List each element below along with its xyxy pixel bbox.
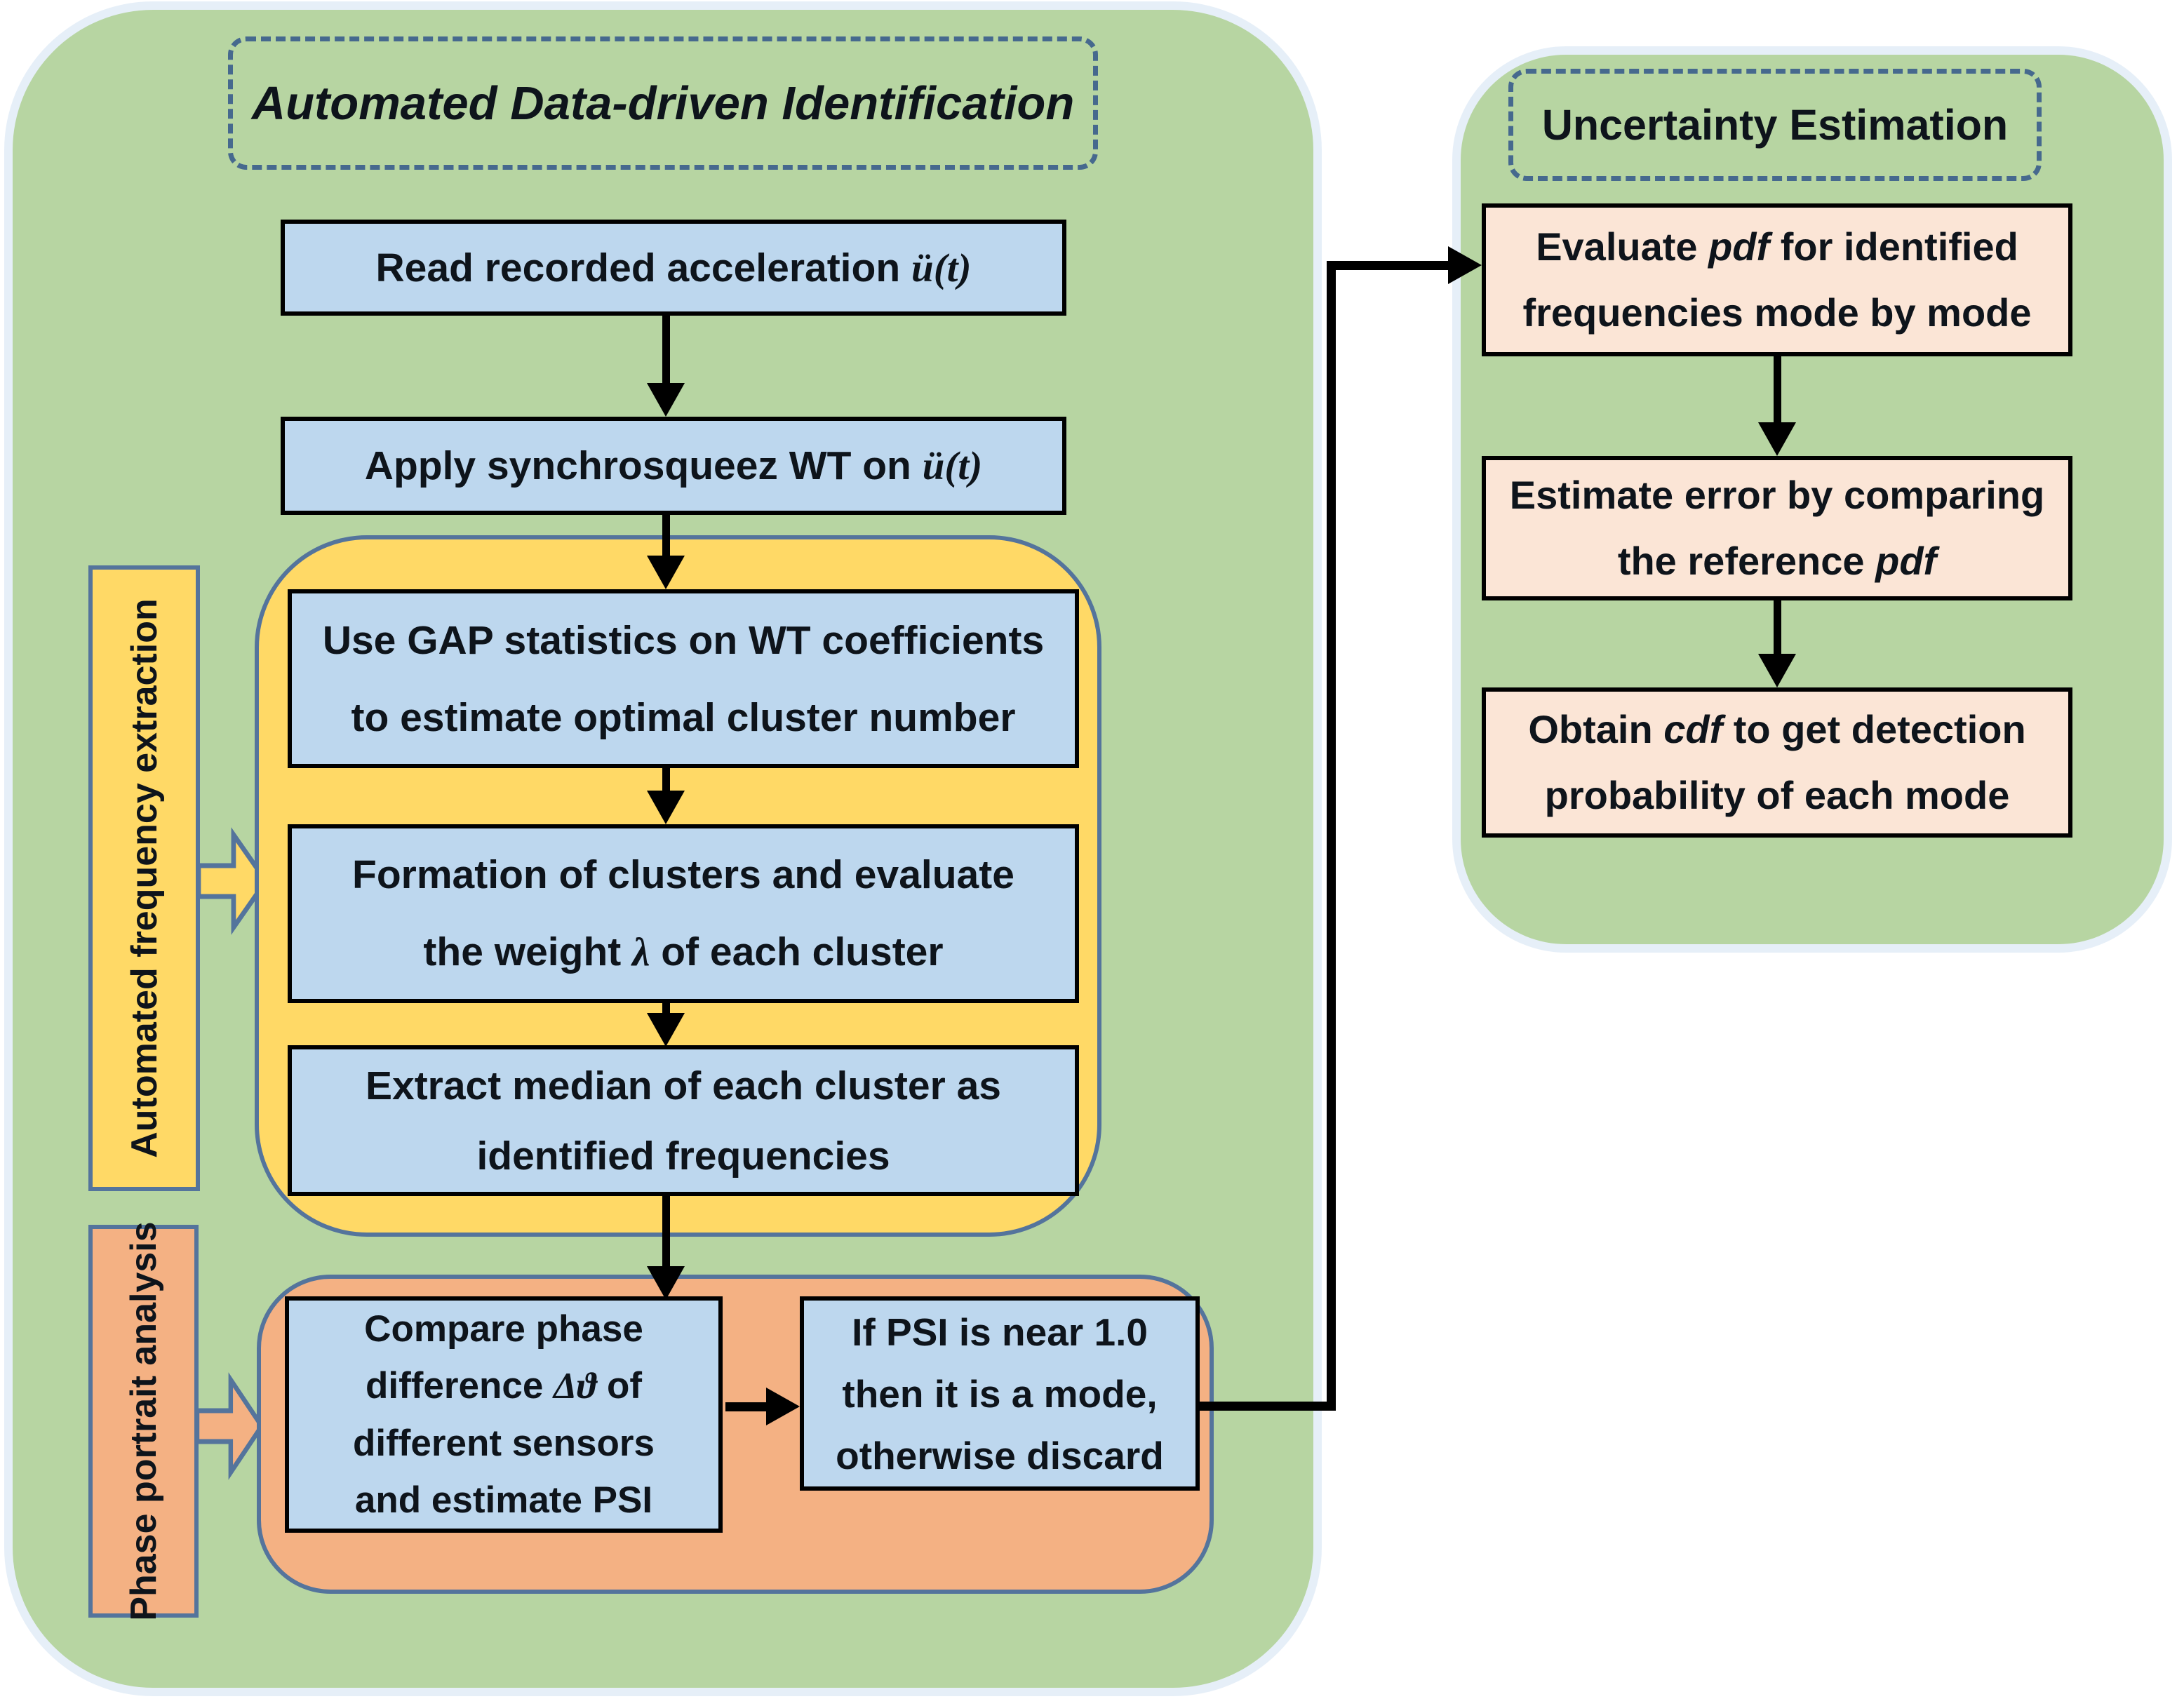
arrow-wt-to-gap-line [662,515,670,556]
phase-analysis-label: Phase portrait analysis [88,1221,199,1621]
arrow-median-to-compare-line [662,1196,670,1268]
connector-vertical-segment [1327,261,1336,1411]
apply-wt-box: Apply synchrosqueez WT on ü(t) [281,417,1066,515]
math-acceleration-symbol: ü(t) [911,246,972,290]
arrow-gap-to-clusters-line [662,768,670,791]
obtain-cdf-box: Obtain cdf to get detection probability … [1482,687,2072,838]
box-line: Compare phase [364,1308,643,1350]
math-delta-theta-symbol: Δϑ [554,1366,597,1406]
frequency-extraction-label: Automated frequency extraction [88,565,200,1191]
box-line: Extract median of each cluster as [365,1063,1002,1108]
box-line: frequencies mode by mode [1522,290,2032,335]
pdf-term: pdf [1875,539,1937,583]
box-line: then it is a mode, [842,1371,1158,1416]
box-text: of [596,1365,642,1406]
identification-title-box: Automated Data-driven Identification [228,36,1098,170]
arrow-gap-to-clusters-head-icon [647,791,685,824]
box-line: Estimate error by comparing [1509,473,2045,517]
box-text: Apply synchrosqueez WT on [364,443,923,488]
arrow-read-to-wt-line [662,316,670,384]
cdf-term: cdf [1663,707,1723,751]
box-line: different sensors [352,1423,655,1464]
extract-median-box: Extract median of each cluster as identi… [288,1045,1079,1196]
psi-check-box: If PSI is near 1.0 then it is a mode, ot… [800,1296,1200,1491]
gap-statistics-box: Use GAP statistics on WT coefficients to… [288,589,1079,768]
box-line: identified frequencies [476,1133,890,1178]
read-acceleration-box: Read recorded acceleration ü(t) [281,220,1066,316]
math-acceleration-symbol: ü(t) [922,444,983,488]
box-line: Formation of clusters and evaluate [352,852,1014,897]
box-text: Evaluate [1536,224,1709,269]
arrow-read-to-wt-head-icon [647,383,685,417]
uncertainty-title-box: Uncertainty Estimation [1508,69,2042,181]
evaluate-pdf-box: Evaluate pdf for identified frequencies … [1482,203,2072,356]
box-text: Read recorded acceleration [375,245,911,290]
math-lambda-symbol: λ [632,930,650,974]
box-line: Apply synchrosqueez WT on ü(t) [365,443,982,489]
arrow-pdf-to-error-head-icon [1758,422,1796,456]
connector-top-segment [1327,261,1451,270]
pdf-term: pdf [1708,224,1770,269]
arrow-compare-to-psi-line [725,1402,768,1411]
box-line: Evaluate pdf for identified [1536,214,2018,280]
box-line: the weight λ of each cluster [423,913,943,991]
box-text: the weight [423,929,633,974]
box-line: difference Δϑ of [366,1357,642,1415]
box-line: otherwise discard [836,1433,1164,1477]
box-line: Read recorded acceleration ü(t) [376,245,972,291]
cluster-formation-box: Formation of clusters and evaluate the w… [288,824,1079,1003]
connector-bottom-segment [1197,1402,1336,1411]
arrow-clusters-to-median-head-icon [647,1013,685,1047]
arrow-compare-to-psi-head-icon [766,1388,800,1425]
frequency-extraction-label-text: Automated frequency extraction [123,598,165,1158]
box-text: Obtain [1528,707,1664,751]
estimate-error-box: Estimate error by comparing the referenc… [1482,456,2072,600]
arrow-median-to-compare-head-icon [647,1266,685,1300]
box-line: the reference pdf [1618,528,1936,594]
arrow-clusters-to-median-line [662,1003,670,1014]
frequency-block-arrow-icon [199,827,266,935]
box-line: Obtain cdf to get detection [1528,697,2025,763]
uncertainty-title: Uncertainty Estimation [1541,101,2009,149]
arrow-wt-to-gap-head-icon [647,556,685,589]
box-line: If PSI is near 1.0 [852,1310,1148,1354]
box-text: the reference [1617,539,1876,583]
connector-head-icon [1448,246,1482,284]
arrow-pdf-to-error-line [1774,356,1781,422]
box-line: to estimate optimal cluster number [351,694,1016,740]
box-line: Use GAP statistics on WT coefficients [322,617,1045,663]
box-text: to get detection [1722,707,2026,751]
arrow-error-to-cdf-head-icon [1758,654,1796,687]
box-text: for identified [1769,224,2018,269]
box-text: of each cluster [650,929,944,974]
box-text: difference [366,1365,554,1406]
identification-title: Automated Data-driven Identification [251,76,1075,130]
phase-analysis-label-text: Phase portrait analysis [123,1221,164,1621]
arrow-error-to-cdf-line [1774,600,1781,654]
phase-block-arrow-icon [197,1372,262,1480]
compare-phase-box: Compare phase difference Δϑ of different… [285,1296,723,1533]
box-line: and estimate PSI [354,1479,653,1521]
box-line: probability of each mode [1544,773,2010,817]
